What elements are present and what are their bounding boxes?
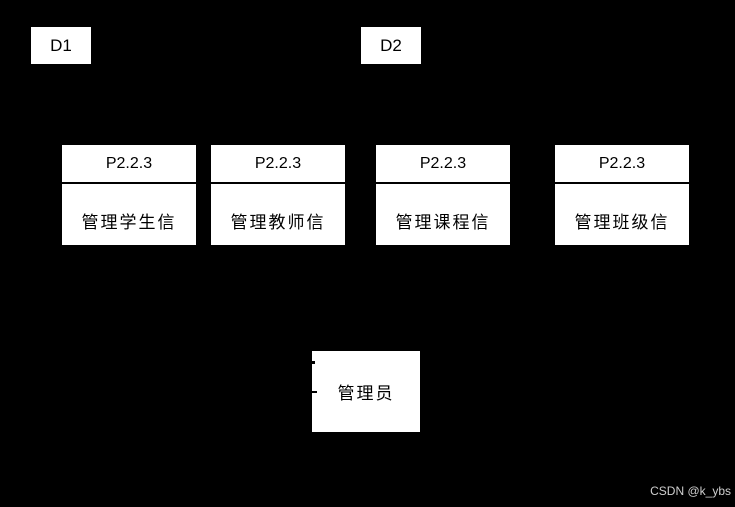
process-id-label: P2.2.3 <box>211 145 345 184</box>
process-id-label: P2.2.3 <box>376 145 510 184</box>
data-store-d1-label: D1 <box>50 35 72 55</box>
data-store-d2: D2 <box>361 27 421 64</box>
entity-box-administrator: 管理员 <box>312 351 420 432</box>
data-store-d1: D1 <box>31 27 91 64</box>
process-box-manage-courses: P2.2.3 管理课程信 <box>376 145 510 245</box>
entity-label: 管理员 <box>337 384 395 404</box>
process-box-manage-students: P2.2.3 管理学生信 <box>62 145 196 245</box>
process-id-label: P2.2.3 <box>62 145 196 184</box>
process-id-label: P2.2.3 <box>555 145 689 184</box>
connector-arrow-remnant <box>312 361 315 364</box>
process-name-label: 管理学生信 <box>81 213 177 233</box>
csdn-watermark: CSDN @k_ybs <box>650 484 731 498</box>
process-name-label: 管理班级信 <box>574 213 670 233</box>
connector-arrow-remnant <box>310 391 317 393</box>
process-name-label: 管理课程信 <box>395 213 491 233</box>
data-store-d2-label: D2 <box>380 35 402 55</box>
process-name-label: 管理教师信 <box>230 213 326 233</box>
process-box-manage-classes: P2.2.3 管理班级信 <box>555 145 689 245</box>
process-box-manage-teachers: P2.2.3 管理教师信 <box>211 145 345 245</box>
